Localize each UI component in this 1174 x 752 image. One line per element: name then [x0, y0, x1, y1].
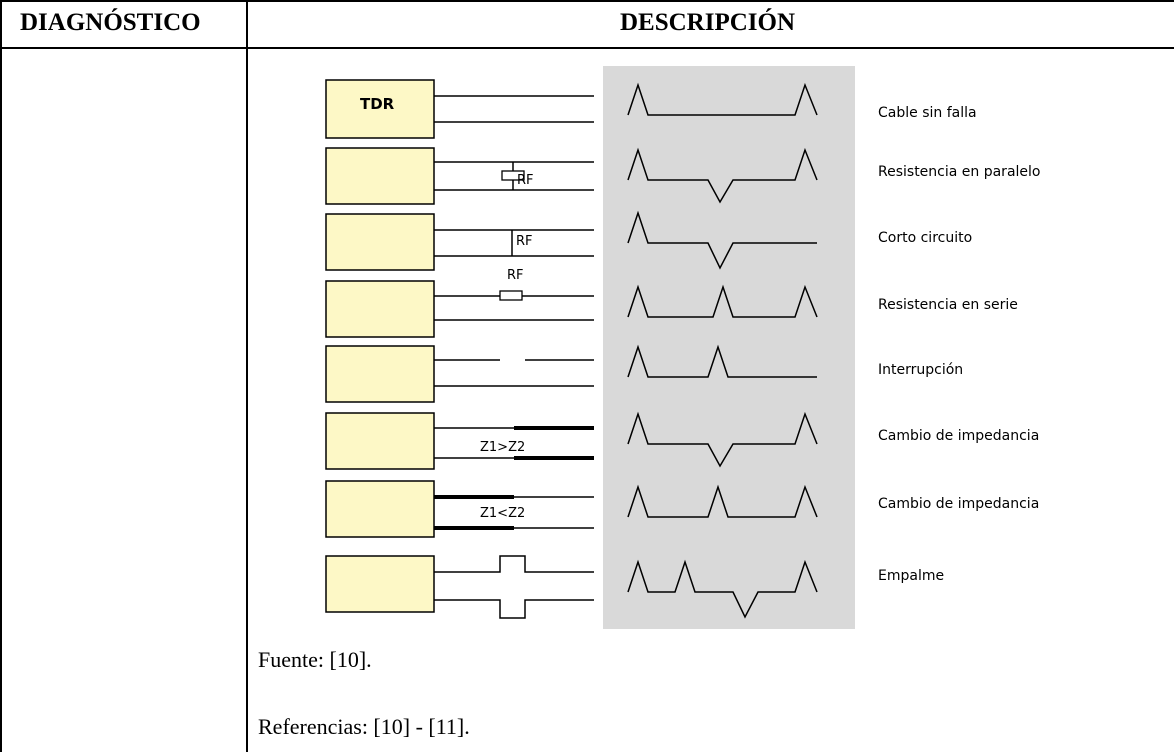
- splice-wire: [434, 599, 594, 619]
- row-caption: Resistencia en paralelo: [878, 164, 1040, 180]
- tdr-box: [325, 412, 435, 470]
- tdr-box: [325, 147, 435, 205]
- tdr-trace: [627, 411, 818, 468]
- resistor: [499, 290, 523, 301]
- tdr-box: [325, 480, 435, 538]
- tdr-box: [325, 79, 435, 139]
- wire-label-z1-gt-z2: Z1>Z2: [480, 440, 525, 455]
- trace-panel: [603, 66, 855, 629]
- row-caption: Cambio de impedancia: [878, 428, 1039, 444]
- row-caption: Corto circuito: [878, 230, 972, 246]
- tdr-trace: [627, 210, 817, 270]
- tdr-box: [325, 345, 435, 403]
- tdr-trace: [627, 82, 818, 116]
- row-caption: Cable sin falla: [878, 105, 977, 121]
- row-caption: Resistencia en serie: [878, 297, 1018, 313]
- tdr-trace: [627, 559, 818, 619]
- wire-label-z1-lt-z2: Z1<Z2: [480, 506, 525, 521]
- header-descripcion: DESCRIPCIÓN: [620, 9, 796, 36]
- box-label-tdr: TDR: [360, 95, 395, 113]
- table-border-top: [0, 0, 1174, 2]
- tdr-trace: [627, 147, 818, 204]
- row-caption: Interrupción: [878, 362, 963, 378]
- table-column-divider: [246, 0, 248, 752]
- references: Referencias: [10] - [11].: [258, 714, 470, 739]
- tdr-trace: [627, 484, 818, 518]
- table-border-left: [0, 0, 2, 752]
- resistor: [501, 170, 525, 181]
- tdr-box: [325, 555, 435, 613]
- tdr-box: [325, 280, 435, 338]
- tdr-box: [325, 213, 435, 271]
- tdr-trace: [627, 344, 817, 378]
- wire-label-rf: RF: [507, 268, 524, 283]
- splice-wire: [434, 555, 594, 573]
- figure-source: Fuente: [10].: [258, 647, 372, 672]
- row-caption: Cambio de impedancia: [878, 496, 1039, 512]
- table-border-header: [0, 47, 1174, 49]
- row-caption: Empalme: [878, 568, 944, 584]
- header-diagnostico: DIAGNÓSTICO: [20, 9, 201, 36]
- tdr-trace: [627, 284, 818, 318]
- wire-label-rf: RF: [516, 234, 533, 249]
- wire-label-rf: RF: [517, 173, 534, 188]
